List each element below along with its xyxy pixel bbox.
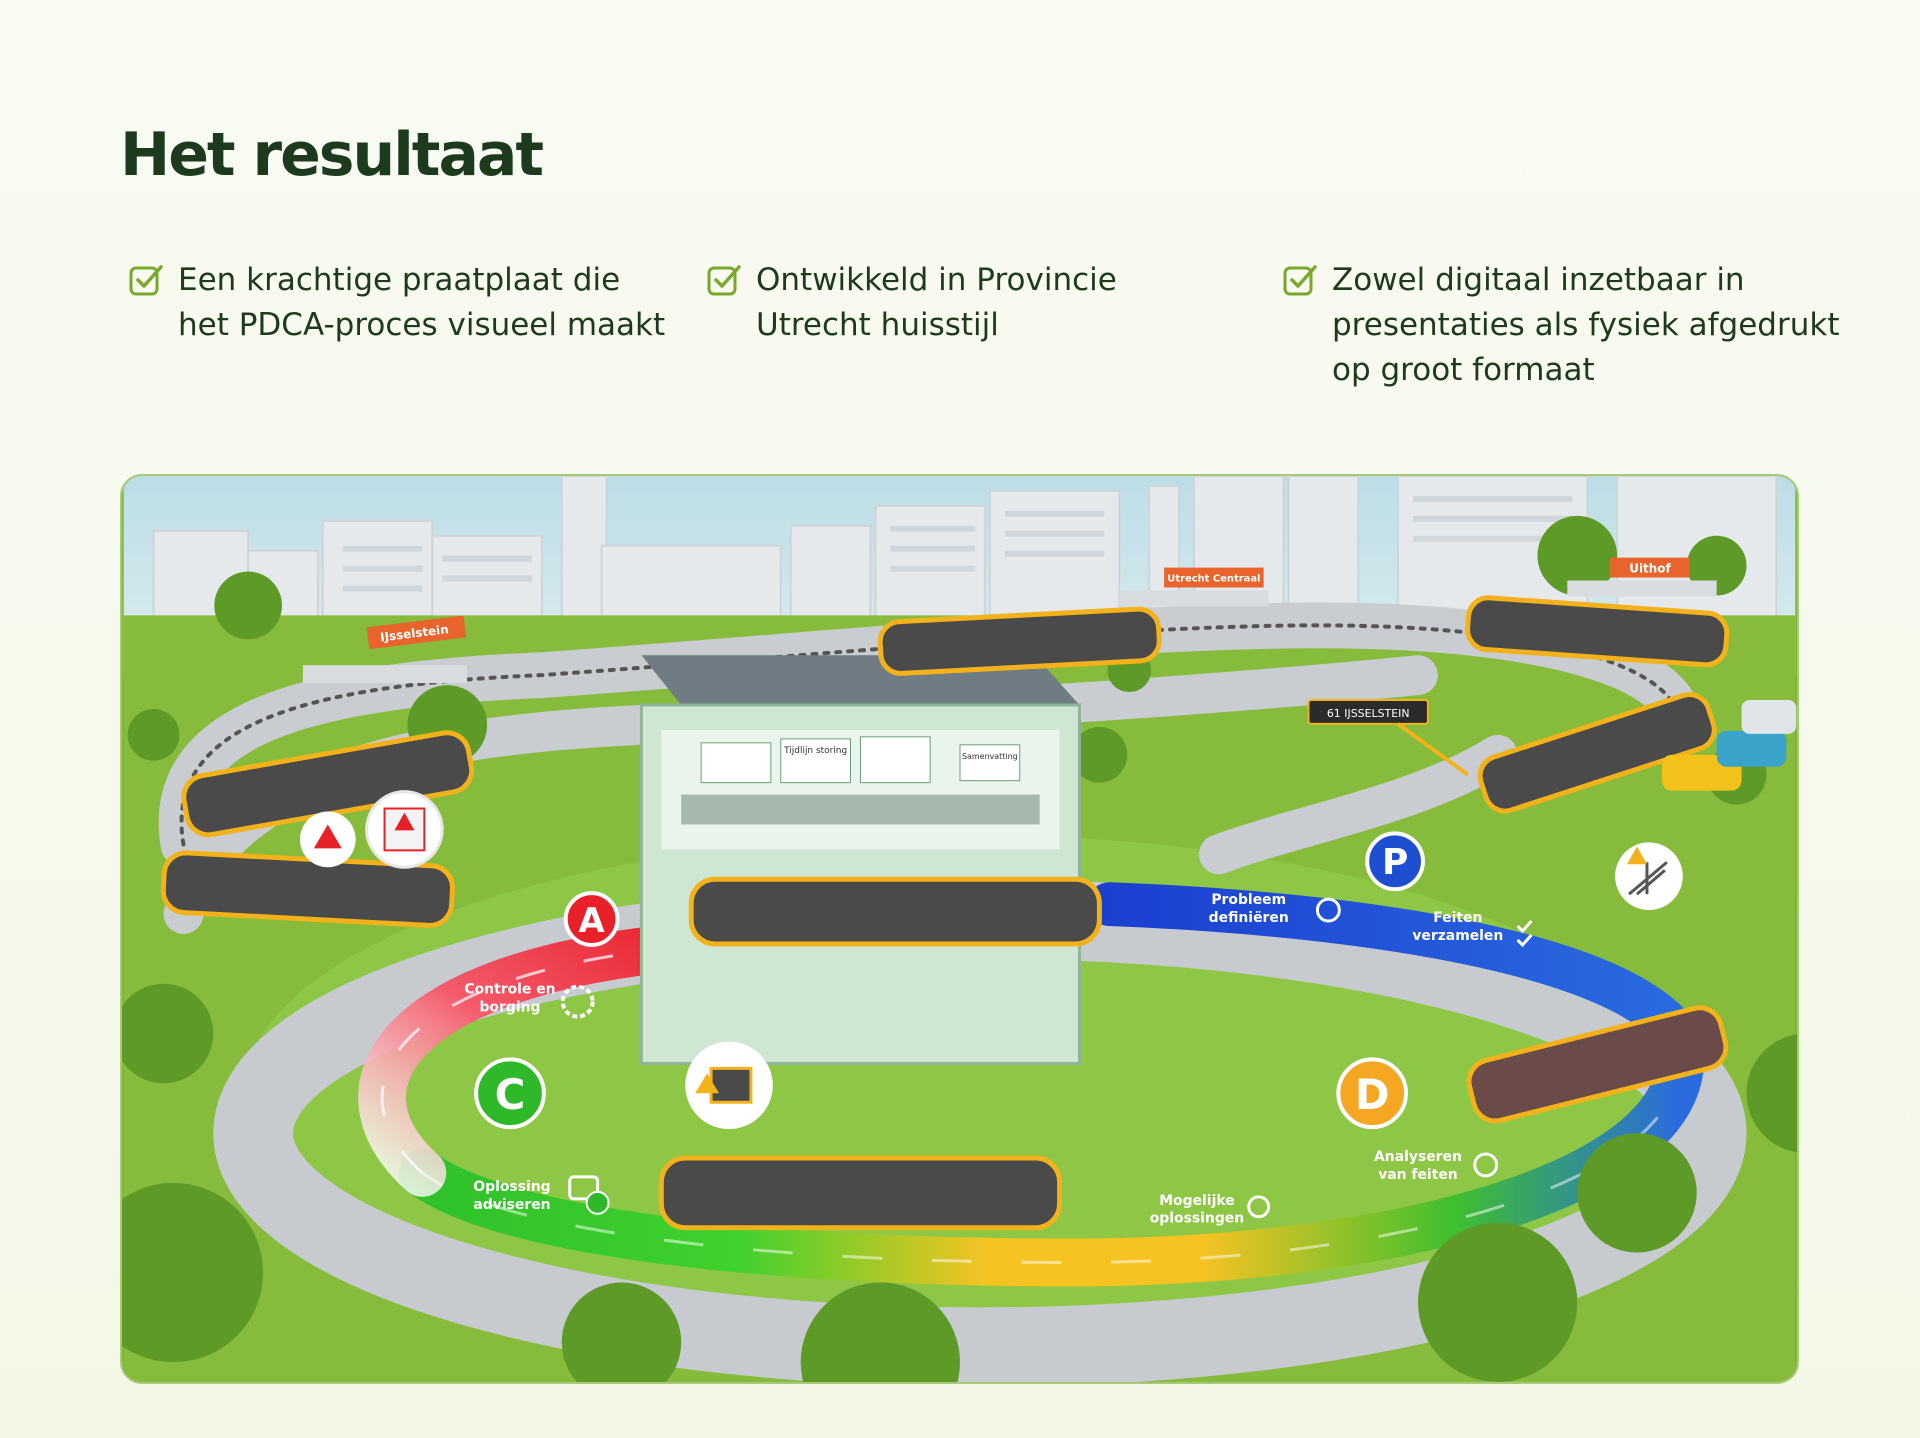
phase-letter: C [495,1070,526,1119]
step-oplossing-adviseren: Oplossing adviseren [473,1175,610,1215]
svg-text:van feiten: van feiten [1378,1167,1458,1183]
station-ijsselstein: IJsselstein [302,615,468,684]
phase-letter: D [1355,1070,1390,1119]
feature-item: Ontwikkeld in Provincie Utrecht huisstij… [706,258,1186,348]
step-mogelijke-oplossingen: Mogelijke oplossingen [1150,1193,1271,1227]
pdca-scene: Tijdlijn storing Samenvatting IJsselstei… [122,476,1797,1382]
station-utrecht-centraal: Utrecht Centraal [1119,567,1269,607]
svg-text:Mogelijke: Mogelijke [1159,1193,1234,1209]
board-label: Samenvatting [962,752,1018,761]
gear-check-icon [560,984,595,1019]
svg-text:verzamelen: verzamelen [1412,928,1503,944]
step-controle-en-borging: Controle en borging [464,982,595,1019]
svg-text:Analyseren: Analyseren [1374,1149,1462,1165]
feature-item: Zowel digitaal inzetbaar in presentaties… [1282,258,1852,393]
phase-letter: P [1382,842,1408,883]
lightbulb-icon [1247,1195,1271,1219]
svg-text:oplossingen: oplossingen [1150,1211,1244,1227]
checkbox-checked-icon [129,265,163,296]
phase-marker-plan: P [1365,831,1425,892]
control-room-building: Tijdlijn storing Samenvatting [639,655,1081,1065]
board-label: Tijdlijn storing [783,746,847,756]
station-uithof: Uithof [1567,557,1717,597]
checkbox-checked-icon [1283,265,1317,296]
step-feiten-verzamelen: Feiten verzamelen [1412,910,1533,948]
phase-letter: A [579,901,606,940]
warning-callout [299,790,444,869]
tram-sign-label: 61 IJSSELSTEIN [1327,707,1410,720]
feature-text: Ontwikkeld in Provincie Utrecht huisstij… [756,262,1117,343]
search-icon [1315,897,1341,923]
chat-check-icon [568,1175,600,1201]
feature-text: Een krachtige praatplaat die het PDCA-pr… [178,262,666,343]
svg-text:Oplossing: Oplossing [473,1179,550,1195]
tram-door-callout [685,1041,773,1130]
svg-text:definiëren: definiëren [1209,910,1289,926]
station-sign-label: Utrecht Centraal [1167,574,1260,585]
phase-marker-act: A [563,891,620,947]
station-sign-label: Uithof [1629,562,1671,576]
phase-marker-check: C [474,1057,546,1130]
phase-ring-plan [1087,882,1699,1056]
switch-callout [1615,842,1683,911]
trams [160,595,1730,1231]
step-probleem-definieren: Probleem definiëren [1209,892,1341,926]
feature-text: Zowel digitaal inzetbaar in presentaties… [1332,262,1840,388]
checklist-icon [1516,920,1533,948]
phase-marker-do: D [1336,1057,1409,1130]
step-analyseren-van-feiten: Analyseren van feiten [1374,1149,1499,1183]
svg-text:Feiten: Feiten [1433,910,1482,926]
pdca-illustration: Tijdlijn storing Samenvatting IJsselstei… [120,474,1799,1384]
svg-text:borging: borging [479,1000,540,1016]
feature-item: Een krachtige praatplaat die het PDCA-pr… [128,258,668,348]
checkbox-checked-icon [707,265,741,296]
svg-text:Probleem: Probleem [1211,892,1286,908]
svg-text:adviseren: adviseren [473,1197,550,1213]
tram-destination-sign: 61 IJSSELSTEIN [1307,699,1469,777]
cars [1661,700,1797,791]
svg-text:Controle en: Controle en [464,982,555,998]
search-icon [1473,1152,1499,1178]
page-title: Het resultaat [120,120,544,190]
